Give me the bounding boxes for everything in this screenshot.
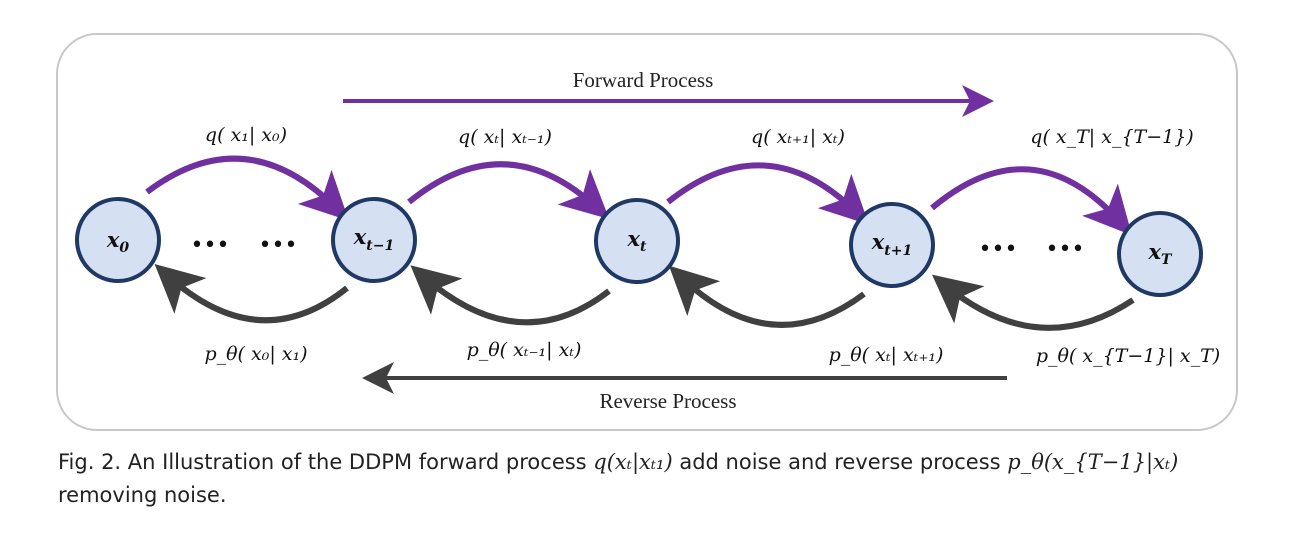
caption-math-reverse: p_θ(x_{T−1}|xₜ)	[1007, 450, 1179, 474]
forward-transition-label: q( x_T| x_{T−1})	[1030, 126, 1193, 148]
reverse-transition-label: p_θ( x₀| x₁)	[204, 343, 307, 365]
reverse-transition-label: p_θ( xₜ| xₜ₊₁)	[829, 344, 944, 366]
reverse-arrow-3	[668, 265, 866, 328]
caption-math-forward: q(xₜ|xₜ₁)	[593, 450, 673, 474]
svg-text:xt+1: xt+1	[871, 229, 912, 259]
forward-arrow-3	[666, 162, 869, 225]
reverse-transition-label: p_θ( xₜ₋₁| xₜ)	[467, 339, 582, 361]
forward-arrow-2	[407, 161, 610, 220]
forward-transition-label: q( xₜ| xₜ₋₁)	[458, 126, 552, 148]
caption-text-3: removing noise.	[58, 483, 227, 507]
ellipsis-right-1: •••	[979, 237, 1018, 262]
node-x0: x0	[75, 197, 161, 283]
svg-text:xt−1: xt−1	[353, 224, 394, 254]
reverse-transition-label: p_θ( x_{T−1}| x_T)	[1036, 345, 1220, 367]
reverse-arrow-4	[931, 274, 1135, 331]
ellipsis-left-1: •••	[191, 233, 230, 258]
svg-text:xT: xT	[1148, 239, 1174, 268]
ddpm-diagram: Forward Process Reverse Process x0 xt−1 …	[56, 33, 1238, 431]
forward-process-label: Forward Process	[573, 68, 714, 92]
ellipsis-left-2: •••	[259, 233, 298, 258]
caption-text-2: add noise and reverse process	[672, 450, 1008, 474]
reverse-arrow-1	[154, 264, 349, 324]
forward-arrow-4	[930, 166, 1133, 236]
forward-transition-label: q( x₁| x₀)	[205, 124, 287, 146]
forward-transition-label: q( xₜ₊₁| xₜ)	[751, 126, 845, 148]
reverse-process-label: Reverse Process	[599, 389, 736, 413]
ellipsis-right-2: •••	[1046, 237, 1085, 262]
node-xT: xT	[1117, 211, 1203, 297]
reverse-arrow-2	[410, 265, 611, 326]
node-xt-minus-1: xt−1	[331, 197, 417, 283]
svg-text:xt: xt	[627, 226, 648, 255]
node-xt: xt	[594, 198, 680, 284]
figure-caption: Fig. 2. An Illustration of the DDPM forw…	[58, 446, 1248, 512]
forward-arrow-1	[145, 155, 349, 221]
svg-text:x0: x0	[106, 227, 130, 256]
node-xt-plus-1: xt+1	[849, 202, 935, 288]
caption-text-1: Fig. 2. An Illustration of the DDPM forw…	[58, 450, 594, 474]
